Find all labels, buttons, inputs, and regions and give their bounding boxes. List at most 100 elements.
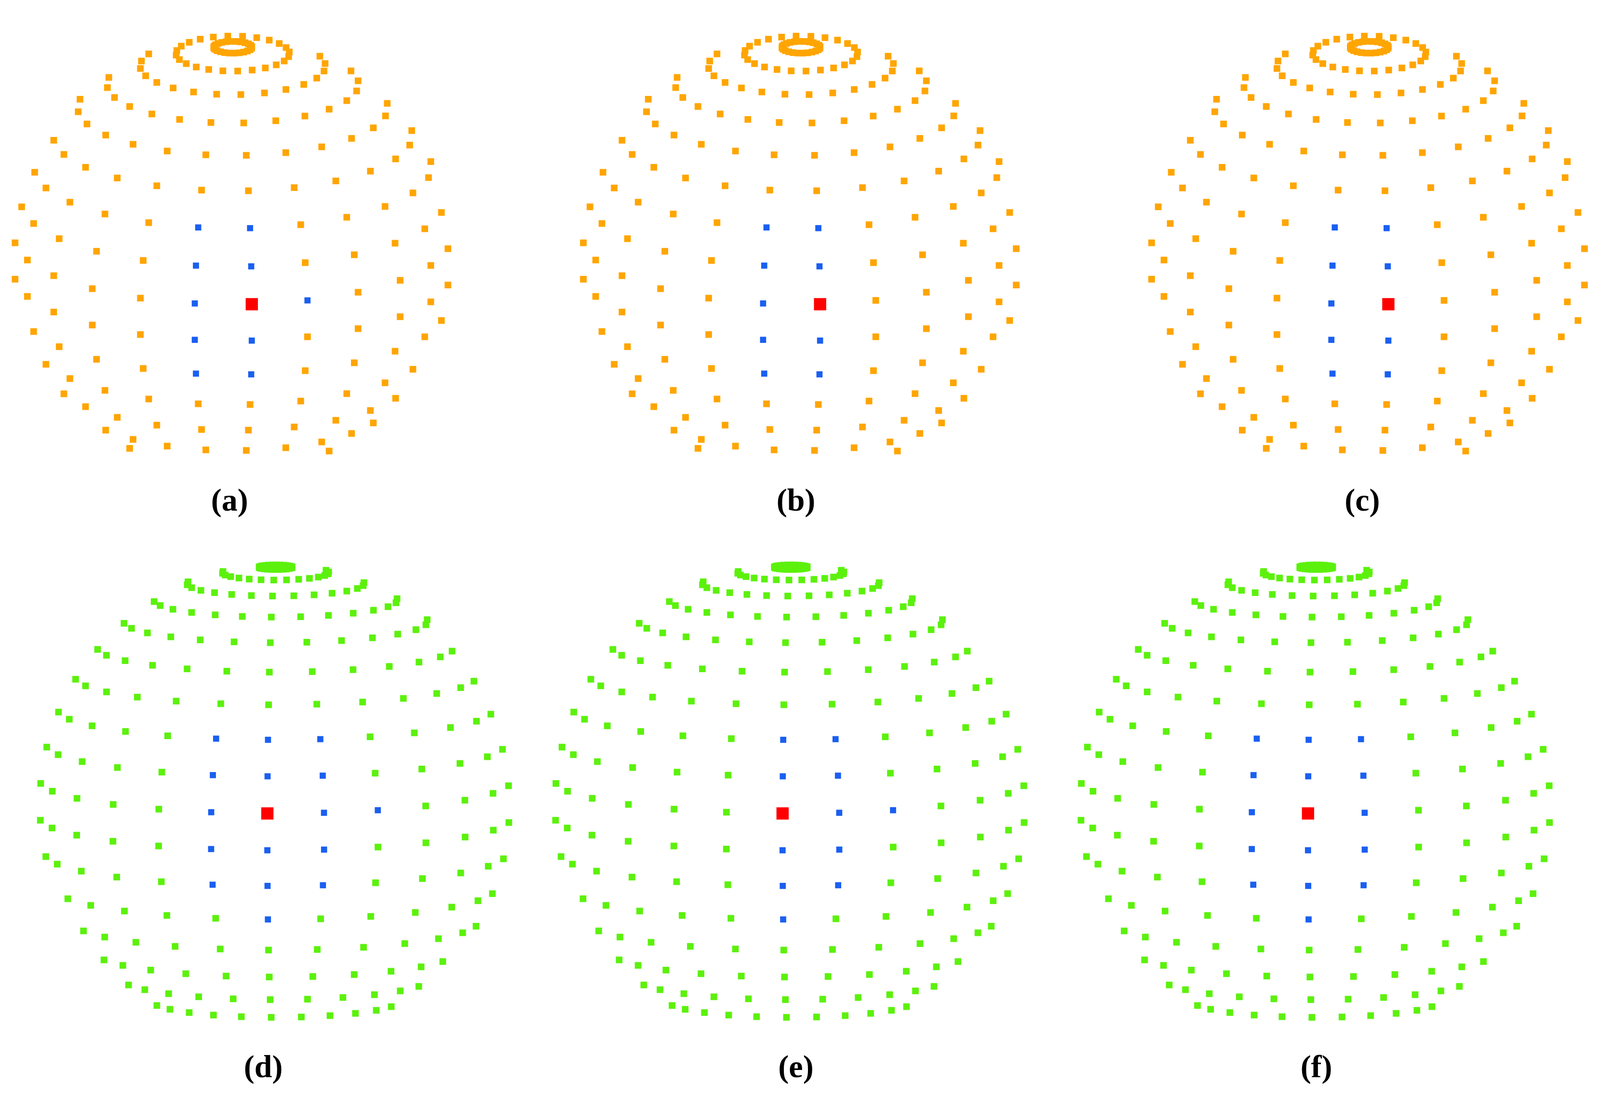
cloud-point [1162, 727, 1170, 735]
cloud-point [887, 1006, 895, 1014]
cloud-point [1435, 630, 1442, 638]
cloud-point [1306, 84, 1314, 92]
cloud-point [484, 862, 492, 870]
cloud-point [83, 120, 91, 128]
cloud-point [686, 942, 694, 950]
cloud-point [1238, 131, 1246, 139]
cloud-point [1581, 281, 1588, 289]
cloud-point [1331, 592, 1338, 600]
cloud-point [350, 970, 358, 978]
cloud-point [1339, 151, 1346, 159]
neighbor-point [265, 736, 272, 743]
cloud-point [148, 110, 156, 118]
neighbor-point [192, 262, 200, 269]
cloud-point [1308, 565, 1316, 573]
cloud-point [670, 387, 677, 394]
cloud-point [1015, 855, 1022, 862]
neighbor-point [1250, 881, 1257, 888]
cloud-point [268, 1013, 275, 1021]
cloud-point [1218, 403, 1226, 411]
cloud-point [950, 112, 958, 120]
cloud-point [909, 630, 917, 638]
cloud-point [927, 908, 934, 916]
cloud-point [1545, 127, 1552, 135]
cloud-point [1122, 682, 1130, 689]
cloud-point [53, 860, 61, 868]
cloud-point [742, 573, 750, 580]
cloud-point [902, 1003, 910, 1010]
cloud-point [1497, 759, 1505, 767]
cloud-point [301, 259, 309, 267]
cloud-point [128, 624, 135, 632]
cloud-point [1300, 442, 1308, 450]
cloud-point [246, 401, 254, 408]
cloud-point [1194, 1001, 1201, 1009]
cloud-point [1288, 591, 1296, 599]
cloud-point [1413, 1006, 1421, 1014]
cloud-point [569, 860, 577, 868]
cloud-point [1186, 272, 1194, 280]
cloud-point [196, 35, 204, 43]
cloud-point [1491, 77, 1499, 85]
neighbor-point [1361, 846, 1369, 853]
cloud-point [1012, 281, 1020, 289]
cloud-point [275, 40, 283, 47]
cloud-point [698, 140, 705, 148]
neighbor-point [779, 847, 786, 854]
cloud-point [787, 67, 795, 75]
cloud-point [744, 56, 752, 64]
cloud-point [1263, 667, 1271, 675]
cloud-point [101, 210, 109, 218]
cloud-point [650, 403, 658, 411]
cloud-point [1307, 639, 1315, 646]
cloud-point [985, 677, 993, 685]
neighbor-point [264, 847, 271, 854]
cloud-point [197, 586, 205, 594]
cloud-point [1250, 1011, 1258, 1019]
cloud-point [149, 661, 157, 669]
cloud-point [921, 87, 929, 95]
cloud-point [374, 843, 382, 851]
cloud-point [297, 613, 305, 620]
cloud-point [589, 794, 596, 802]
cloud-point [1196, 150, 1204, 158]
cloud-point [1391, 970, 1399, 978]
cloud-point [825, 591, 833, 599]
cloud-point [1184, 629, 1192, 637]
cloud-point [624, 837, 632, 845]
cloud-point [959, 348, 967, 355]
cloud-point [1497, 684, 1505, 691]
cloud-point [244, 187, 252, 195]
cloud-point [505, 782, 512, 790]
cloud-point [1240, 84, 1248, 92]
cloud-point [427, 298, 435, 306]
cloud-point [937, 839, 945, 847]
cloud-point [484, 753, 491, 761]
cloud-point [1331, 400, 1339, 408]
cloud-point [1257, 945, 1265, 953]
neighbor-point [1250, 771, 1257, 779]
cloud-point [1077, 816, 1085, 824]
cloud-point [1237, 387, 1245, 394]
cloud-point [317, 915, 324, 923]
cloud-point [581, 715, 589, 723]
cloud-point [725, 1011, 733, 1019]
cloud-point [1189, 661, 1197, 669]
cloud-point [114, 764, 122, 771]
cloud-point [366, 733, 374, 740]
cloud-point [761, 63, 768, 71]
cloud-point [66, 375, 74, 382]
cloud-point [679, 94, 686, 101]
cloud-point [93, 355, 100, 363]
cloud-point [1329, 63, 1337, 71]
cloud-point [758, 88, 766, 96]
cloud-point [343, 97, 350, 105]
cloud-point [224, 32, 232, 40]
cloud-point [1498, 869, 1506, 877]
cloud-point [42, 361, 50, 368]
cloud-point [1150, 800, 1158, 808]
cloud-point [396, 987, 404, 995]
cloud-point [668, 1001, 676, 1009]
cloud-point [782, 639, 790, 646]
cloud-point [1306, 668, 1314, 676]
